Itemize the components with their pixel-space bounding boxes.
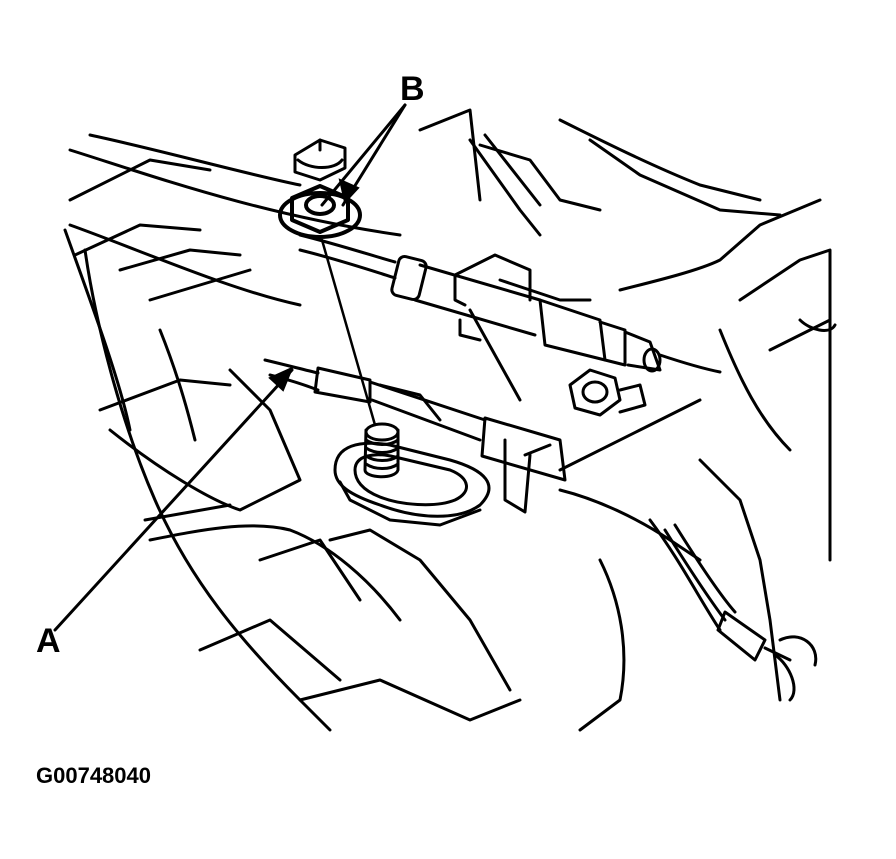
lower-right-cable: [663, 523, 818, 702]
bracket-plate: [333, 441, 491, 527]
body-structure: [63, 108, 837, 732]
callout-a-label: A: [36, 622, 61, 660]
callout-a-arrow: [53, 366, 294, 632]
mounting-stud: [363, 422, 400, 479]
upper-cable: [298, 233, 722, 374]
figure-id: G00748040: [36, 763, 151, 788]
lower-cable: [263, 358, 567, 514]
upper-nut: [293, 138, 347, 182]
flange-nut-b: [278, 184, 362, 239]
pivot-bolt: [568, 368, 647, 417]
callout-b-arrows: [320, 103, 407, 207]
callout-b-label: B: [400, 70, 425, 108]
alignment-line: [320, 238, 377, 427]
